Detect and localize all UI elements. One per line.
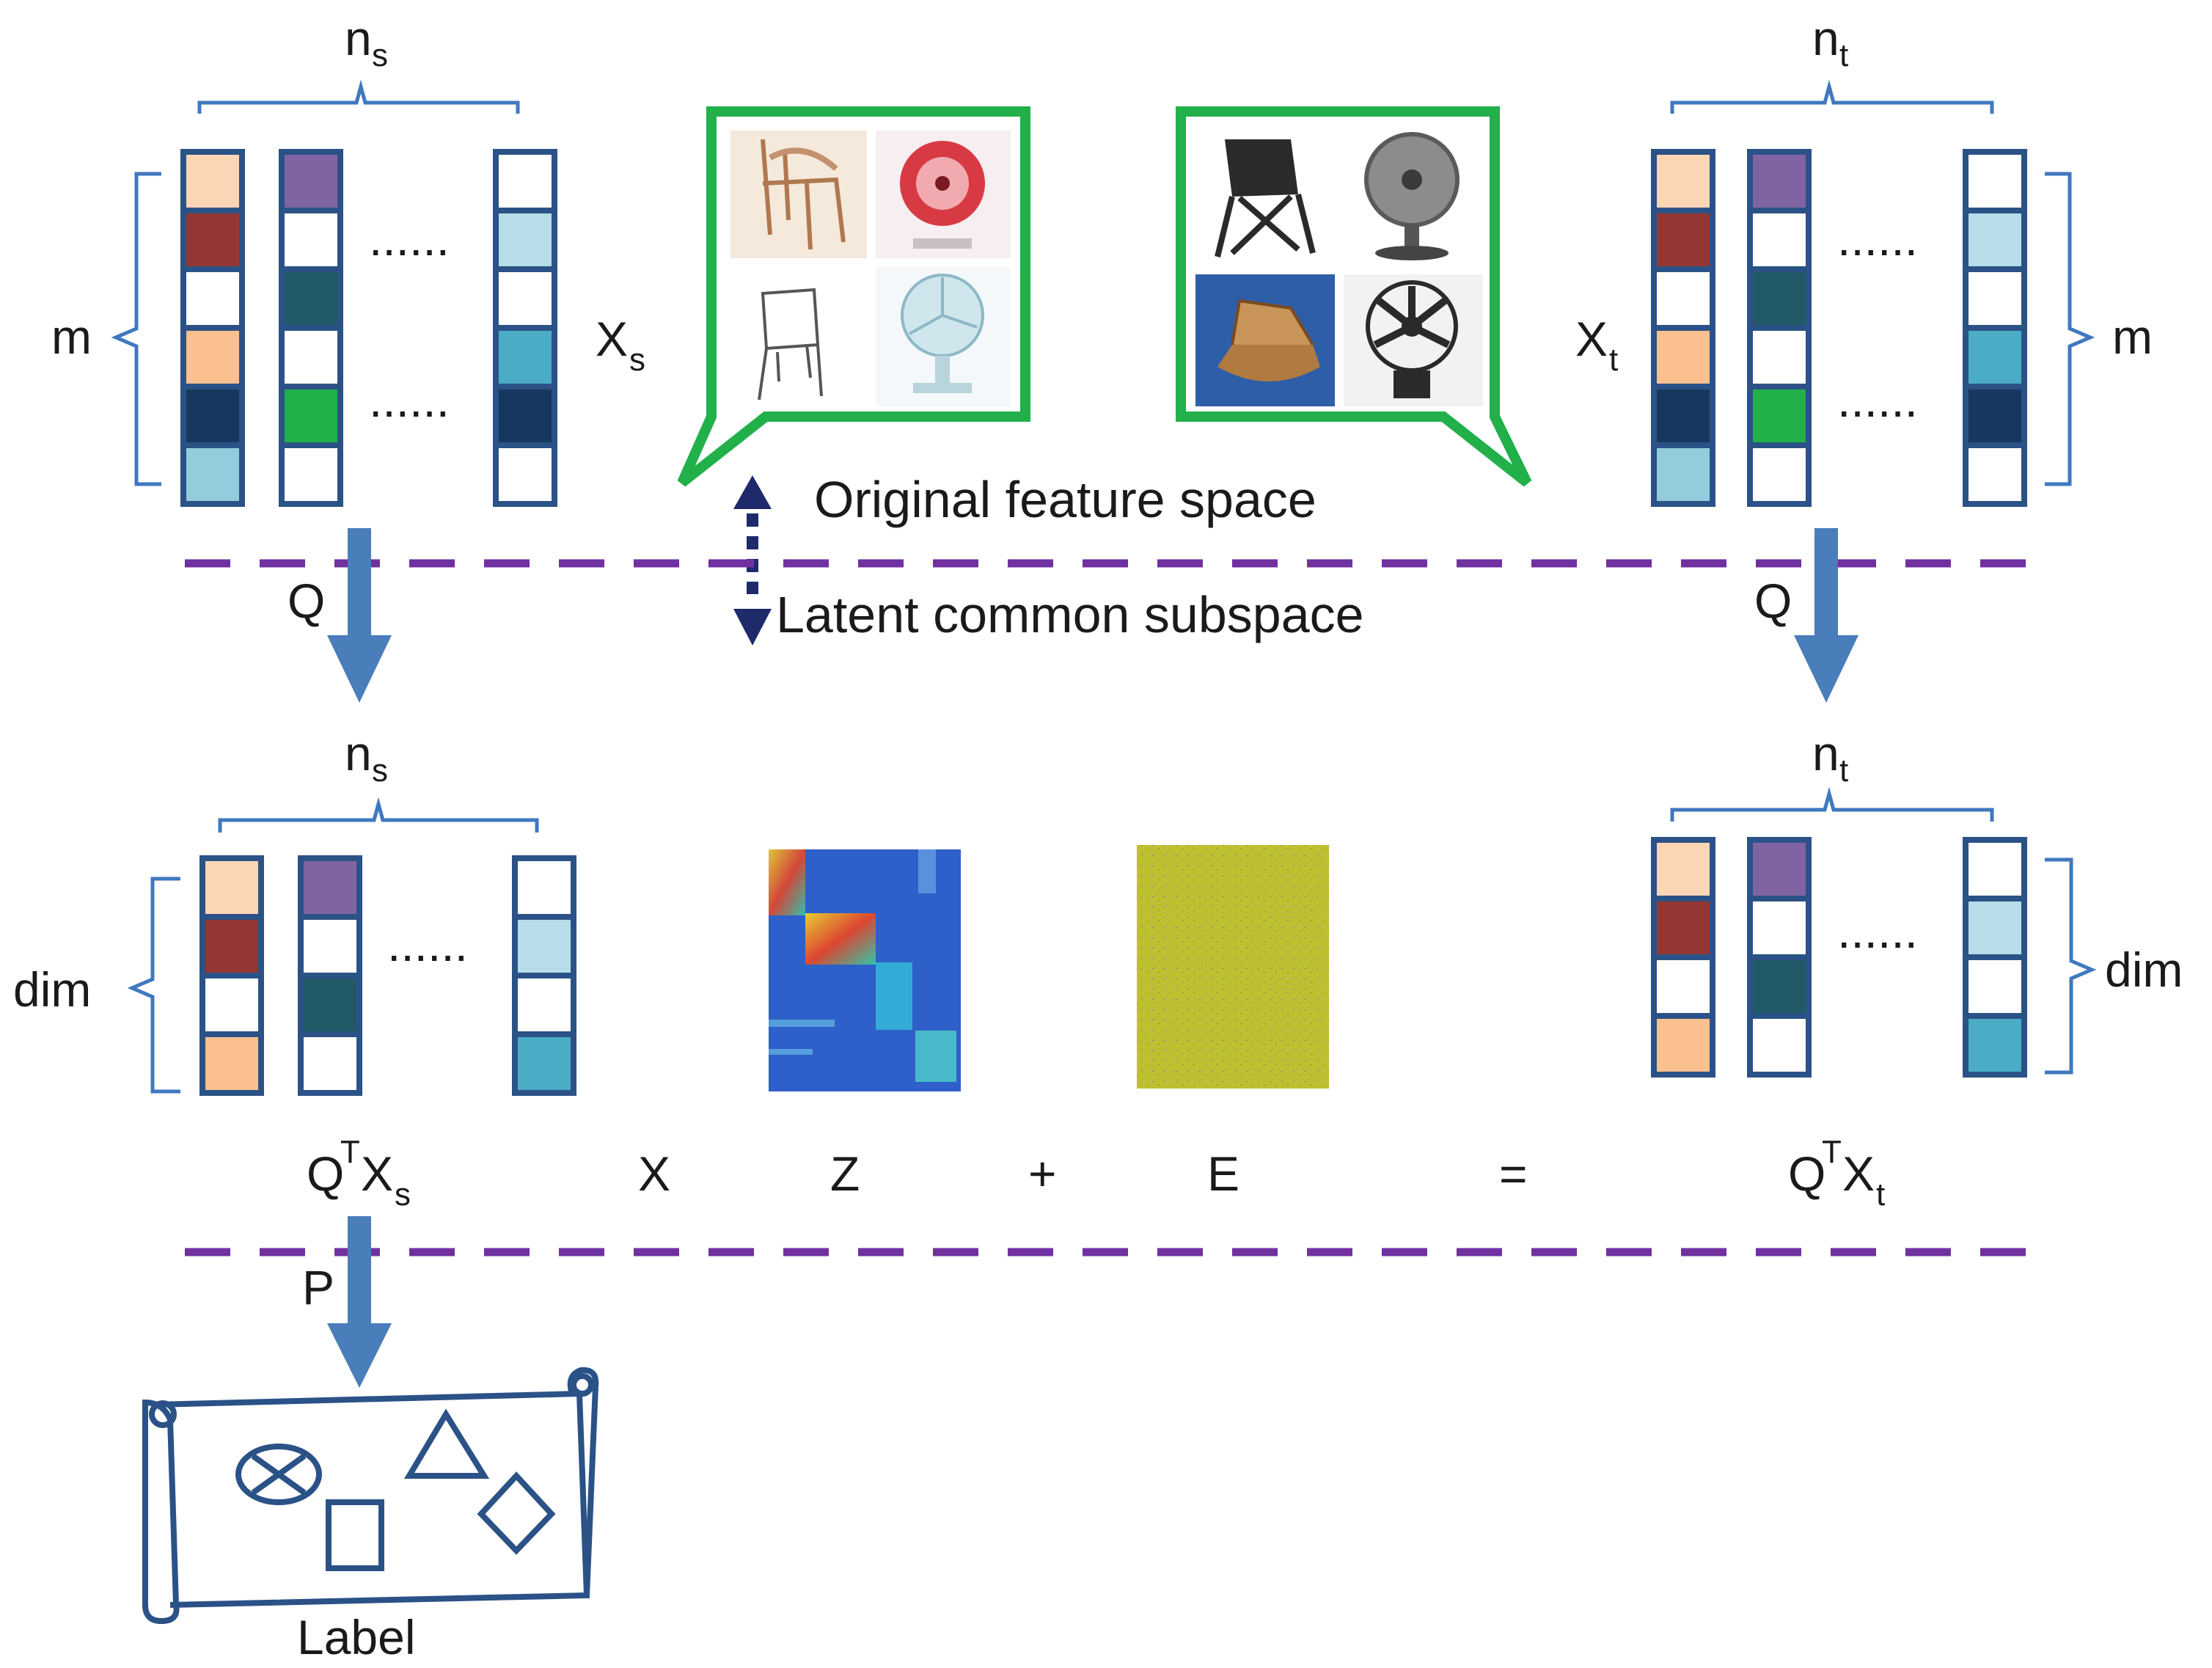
svg-text:s: s — [629, 342, 645, 378]
svg-text:t: t — [1876, 1177, 1885, 1212]
label-caption: Label — [297, 1610, 416, 1664]
q-arrow-left: Q — [288, 528, 392, 703]
xt-label: X t — [1575, 312, 1618, 378]
projected-target-matrix: ...... — [1651, 837, 2027, 1078]
ns-top-brace — [197, 79, 520, 114]
target-matrix-xt: ...... ...... — [1651, 149, 2027, 507]
xs-column-1 — [180, 149, 245, 507]
vintage-fan-image — [1344, 274, 1483, 406]
xt-column-2 — [1747, 149, 1812, 507]
dim-left-label: dim — [13, 962, 91, 1017]
equation-e: E — [1207, 1146, 1239, 1201]
sketch-chair-image — [730, 131, 867, 258]
qtxs-column-1 — [199, 855, 264, 1096]
svg-text:X: X — [361, 1146, 393, 1201]
triangle-icon — [403, 1408, 490, 1479]
qtxt-column-last — [1963, 837, 2027, 1078]
xt-column-last — [1963, 149, 2027, 507]
svg-text:n: n — [1812, 726, 1839, 780]
dim-right-brace — [2045, 857, 2097, 1075]
source-matrix-xs: ...... ...... — [180, 149, 557, 507]
svg-text:n: n — [345, 726, 372, 780]
equation-times: X — [638, 1146, 670, 1201]
ns-bottom-label: n s — [345, 726, 388, 789]
equation-plus: + — [1028, 1146, 1057, 1201]
rocking-chair-image — [1195, 274, 1335, 406]
svg-text:t: t — [1839, 753, 1848, 789]
ns-top-label: n s — [345, 11, 388, 73]
diamond-icon — [477, 1471, 556, 1555]
svg-text:s: s — [395, 1177, 411, 1212]
xs-label: X s — [596, 312, 645, 378]
equation-rhs-qtxt: Q T X t — [1788, 1134, 1885, 1212]
outline-chair-image — [730, 267, 867, 406]
ns-bottom-brace — [218, 797, 539, 833]
xt-ellipsis-1: ...... — [1837, 211, 1918, 266]
q-arrow-right: Q — [1754, 528, 1858, 703]
svg-text:T: T — [340, 1134, 360, 1170]
qtxs-ellipsis: ...... — [387, 917, 468, 971]
label-scroll: Label — [142, 1367, 599, 1664]
nt-bottom-brace — [1670, 786, 1994, 822]
dim-right-label: dim — [2105, 943, 2183, 997]
e-error-matrix — [1137, 845, 1329, 1089]
svg-text:t: t — [1609, 342, 1618, 378]
svg-text:T: T — [1822, 1134, 1842, 1170]
svg-text:Q: Q — [1788, 1146, 1825, 1201]
folding-chair-image — [1195, 126, 1335, 266]
m-left-label: m — [51, 310, 92, 364]
qtxs-column-2 — [298, 855, 362, 1096]
qtxt-column-2 — [1747, 837, 1812, 1078]
z-coefficient-heatmap — [769, 849, 961, 1091]
svg-text:n: n — [345, 11, 372, 65]
m-right-label: m — [2112, 310, 2153, 364]
source-images-bubble — [677, 106, 1030, 487]
nt-top-label: n t — [1812, 11, 1848, 73]
latent-common-subspace-label: Latent common subspace — [776, 586, 1364, 643]
svg-text:s: s — [372, 37, 388, 73]
up-down-dotted-arrow-icon — [733, 475, 772, 645]
circled-x-icon — [235, 1444, 322, 1505]
svg-text:X: X — [596, 312, 628, 366]
m-left-brace — [111, 172, 161, 486]
blue-fan-image — [876, 267, 1011, 406]
xs-column-2 — [279, 149, 343, 507]
xs-ellipsis-1: ...... — [369, 211, 450, 266]
svg-text:Q: Q — [307, 1146, 344, 1201]
xt-ellipsis-2: ...... — [1837, 373, 1918, 427]
equation-lhs-qtxs: Q T X s — [307, 1134, 411, 1212]
svg-text:X: X — [1842, 1146, 1875, 1201]
xs-ellipsis-2: ...... — [369, 373, 450, 427]
equation-equals: = — [1499, 1146, 1528, 1201]
equation-z: Z — [830, 1146, 860, 1201]
square-icon — [326, 1499, 384, 1571]
m-right-brace — [2045, 172, 2095, 486]
original-feature-space-label: Original feature space — [814, 471, 1316, 528]
xt-column-1 — [1651, 149, 1715, 507]
qtxt-column-1 — [1651, 837, 1715, 1078]
q-right-label: Q — [1754, 574, 1792, 628]
red-fan-image — [876, 131, 1011, 258]
qtxs-column-last — [512, 855, 576, 1096]
p-arrow: P — [302, 1216, 392, 1388]
svg-text:X: X — [1575, 312, 1608, 366]
q-left-label: Q — [288, 574, 325, 628]
gray-fan-image — [1344, 126, 1483, 266]
dim-left-brace — [127, 877, 180, 1094]
svg-text:t: t — [1839, 37, 1848, 73]
target-images-bubble — [1176, 106, 1532, 487]
xs-column-last — [493, 149, 557, 507]
qtxt-ellipsis: ...... — [1837, 904, 1918, 958]
svg-text:s: s — [372, 753, 388, 789]
projected-source-matrix: ...... — [199, 855, 576, 1096]
svg-text:n: n — [1812, 11, 1839, 65]
nt-bottom-label: n t — [1812, 726, 1848, 789]
p-label: P — [302, 1260, 334, 1314]
nt-top-brace — [1670, 79, 1994, 114]
